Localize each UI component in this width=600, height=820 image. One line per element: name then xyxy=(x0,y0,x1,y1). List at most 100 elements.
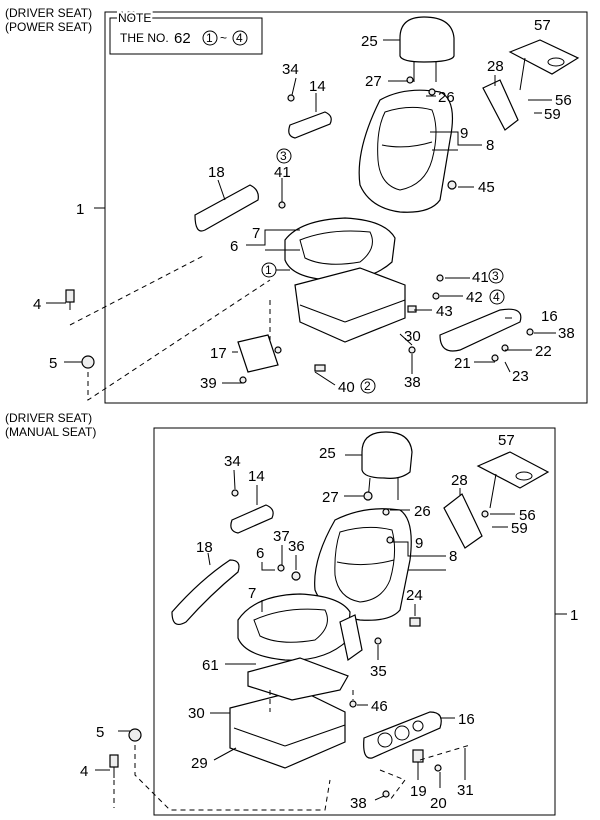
label-56-b: 56 xyxy=(519,507,536,524)
label-36-b: 36 xyxy=(288,538,305,555)
label-30-top: 30 xyxy=(404,328,421,345)
label-14: 14 xyxy=(309,78,326,95)
label-7-b: 7 xyxy=(248,585,256,602)
label-61-b: 61 xyxy=(202,657,219,674)
note-range-start: 1 xyxy=(206,31,213,45)
label-6: 6 xyxy=(230,238,238,255)
console-plate-bottom xyxy=(476,451,550,509)
rail-61 xyxy=(247,657,349,701)
label-57-b: 57 xyxy=(498,432,515,449)
label-56: 56 xyxy=(555,92,572,109)
section-title-line2-bottom: (MANUAL SEAT) xyxy=(5,425,96,439)
label-25: 25 xyxy=(361,33,378,50)
side-panel-16-bottom xyxy=(363,711,442,759)
note-box: NOTE THE NO. 62 1 ~ 4 xyxy=(109,9,263,55)
seat-back-bottom xyxy=(314,508,412,621)
fasteners-top xyxy=(65,76,534,384)
side-cover-18-top xyxy=(194,184,259,232)
group-label-top: 1 xyxy=(76,201,84,218)
label-34: 34 xyxy=(282,61,299,78)
label-5-top: 5 xyxy=(49,355,57,372)
label-39: 39 xyxy=(200,375,217,392)
label-59: 59 xyxy=(544,106,561,123)
label-29-b: 29 xyxy=(191,755,208,772)
manual-seat-frame xyxy=(153,427,556,816)
label-41b: 41 xyxy=(472,269,489,286)
label-6-b: 6 xyxy=(256,545,264,562)
label-40: 40 xyxy=(338,379,355,396)
cover-28-top xyxy=(482,79,519,131)
label-37-b: 37 xyxy=(273,528,290,545)
seat-cushion-bottom xyxy=(237,593,351,661)
label-5-b: 5 xyxy=(96,724,104,741)
label-19-b: 19 xyxy=(410,783,427,800)
section-title-line1-bottom: (DRIVER SEAT) xyxy=(5,411,92,425)
circle-label-4: 4 xyxy=(493,290,500,304)
label-38b: 38 xyxy=(404,374,421,391)
circle-label-3b: 3 xyxy=(492,269,499,283)
label-28: 28 xyxy=(487,58,504,75)
circle-label-3a: 3 xyxy=(280,149,287,163)
leader-lines-bottom xyxy=(95,469,515,801)
label-4-top: 4 xyxy=(33,296,41,313)
plate-17-top xyxy=(237,334,279,373)
circle-label-2: 2 xyxy=(364,379,371,393)
label-8-b: 8 xyxy=(449,548,457,565)
label-20-b: 20 xyxy=(430,795,447,812)
note-prefix: THE NO. xyxy=(120,31,169,45)
leader-lines-top xyxy=(46,75,556,386)
label-30-b: 30 xyxy=(188,705,205,722)
side-panel-16-top xyxy=(439,308,522,352)
label-22: 22 xyxy=(535,343,552,360)
label-31-b: 31 xyxy=(457,782,474,799)
armrest-top xyxy=(288,111,332,139)
section-title-line1: (DRIVER SEAT) xyxy=(5,6,92,20)
power-seat-section: (DRIVER SEAT) (POWER SEAT) 1 NOTE THE NO… xyxy=(5,6,588,404)
label-8: 8 xyxy=(486,137,494,154)
label-59-b: 59 xyxy=(511,520,528,537)
label-9: 9 xyxy=(460,125,468,142)
dashed-guides-bottom xyxy=(113,690,471,811)
label-21: 21 xyxy=(454,355,471,372)
circle-label-1: 1 xyxy=(265,263,272,277)
label-14-b: 14 xyxy=(248,468,265,485)
label-26-b: 26 xyxy=(414,503,431,520)
fasteners-bottom xyxy=(109,489,489,798)
label-45: 45 xyxy=(478,179,495,196)
label-34-b: 34 xyxy=(224,453,241,470)
side-cover-18-bottom xyxy=(171,559,240,625)
console-plate-top xyxy=(508,39,580,91)
label-46-b: 46 xyxy=(371,698,388,715)
label-9-b: 9 xyxy=(415,535,423,552)
label-35-b: 35 xyxy=(370,663,387,680)
seat-cushion-top xyxy=(284,217,396,281)
label-18: 18 xyxy=(208,164,225,181)
label-26: 26 xyxy=(438,89,455,106)
label-57: 57 xyxy=(534,17,551,34)
label-25-b: 25 xyxy=(319,445,336,462)
group-label-bottom: 1 xyxy=(570,607,578,624)
label-27: 27 xyxy=(365,73,382,90)
note-title: NOTE xyxy=(118,11,151,25)
label-18-b: 18 xyxy=(196,539,213,556)
seat-frame-top xyxy=(294,267,406,343)
label-43: 43 xyxy=(436,303,453,320)
label-27-b: 27 xyxy=(322,489,339,506)
label-38-b: 38 xyxy=(350,795,367,812)
armrest-bottom xyxy=(230,504,274,534)
note-range-end: 4 xyxy=(236,31,243,45)
cover-28-bottom xyxy=(443,493,483,549)
headrest-top xyxy=(383,16,455,82)
manual-seat-section: (DRIVER SEAT) (MANUAL SEAT) 1 xyxy=(5,411,578,816)
label-41a: 41 xyxy=(274,164,291,181)
label-24-b: 24 xyxy=(406,587,423,604)
label-23: 23 xyxy=(512,368,529,385)
label-17: 17 xyxy=(210,345,227,362)
label-16-b: 16 xyxy=(458,711,475,728)
seat-back-top xyxy=(358,89,453,213)
note-tilde: ~ xyxy=(220,31,227,45)
dashed-guides-top xyxy=(69,254,271,401)
note-number: 62 xyxy=(174,30,191,47)
label-7: 7 xyxy=(252,225,260,242)
